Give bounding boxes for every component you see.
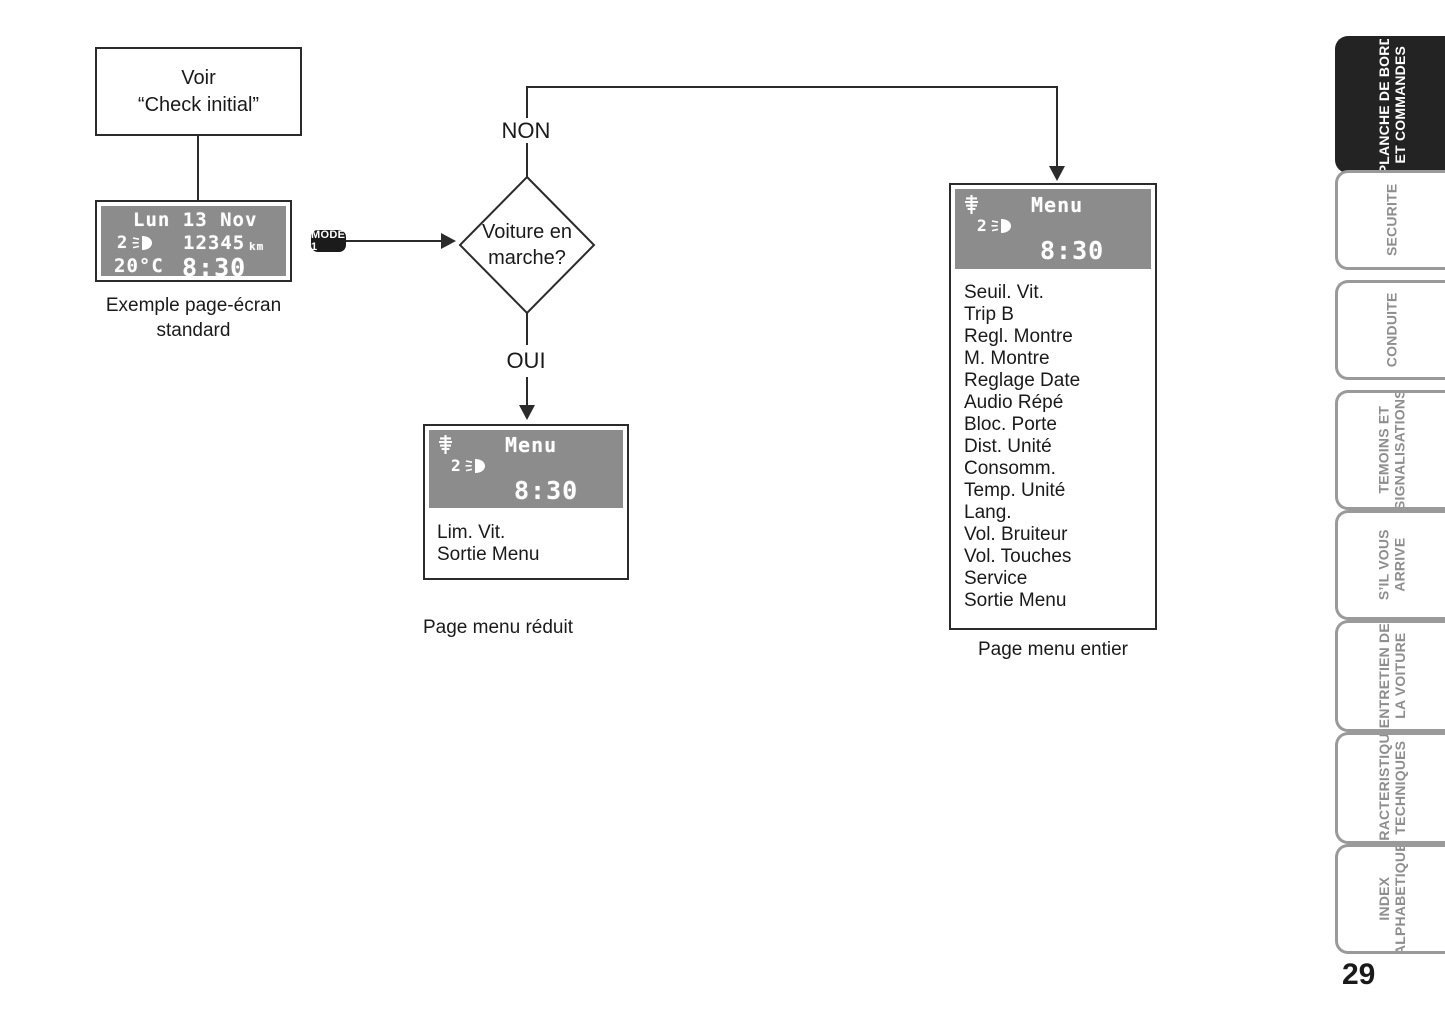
standard-screen-lcd: Lun 13 Nov 2 12345 km 20°C 8:30 [101, 206, 286, 282]
standard-screen-box: Lun 13 Nov 2 12345 km 20°C 8:30 [95, 200, 292, 282]
connector-no-across [526, 86, 1058, 88]
standard-screen-caption: Exemple page-écran standard [105, 295, 282, 341]
reduced-menu-items: Lim. Vit. Sortie Menu [437, 522, 627, 566]
list-item[interactable]: Sortie Menu [964, 590, 1067, 612]
connector-decision-yes-down2 [526, 377, 528, 407]
headlight-icon [465, 459, 485, 473]
connector-mode-to-decision [346, 240, 441, 242]
list-item[interactable]: Service [964, 568, 1028, 590]
sidebar-item-conduite[interactable]: CONDUITE [1335, 280, 1445, 380]
list-item[interactable]: Bloc. Porte [964, 414, 1057, 436]
branch-label-yes: OUI [506, 348, 546, 373]
full-menu-title: Menu [1031, 193, 1084, 217]
mode-1-button[interactable]: MODE 1 [311, 229, 346, 253]
standard-screen-odometer-unit: km [249, 240, 265, 253]
connector-decision-no-up2 [526, 86, 528, 118]
reduced-menu-clock: 8:30 [514, 476, 579, 505]
list-item[interactable]: Lim. Vit. [437, 522, 506, 543]
arrow-mode-to-decision [441, 233, 456, 249]
glow-plug-icon [965, 195, 978, 214]
reduced-menu-box: Menu 2 8:30 Lim. Vit. Sortie Menu [423, 424, 629, 580]
start-box-line2: “Check initial” [137, 93, 260, 116]
connector-decision-no-up [526, 143, 528, 177]
list-item[interactable]: Seuil. Vit. [964, 282, 1044, 303]
list-item[interactable]: M. Montre [964, 348, 1050, 370]
full-menu-caption: Page menu entier [978, 639, 1128, 660]
sidebar-item-securite[interactable]: SECURITE [1335, 170, 1445, 270]
start-box-line1: Voir [181, 66, 216, 89]
connector-start-to-standard [197, 136, 199, 200]
standard-screen-clock: 8:30 [182, 253, 247, 282]
standard-screen-gear: 2 [117, 233, 129, 253]
list-item[interactable]: Trip B [964, 304, 1014, 326]
list-item[interactable]: Vol. Touches [964, 546, 1072, 568]
tab-label: CONDUITE [1338, 283, 1445, 377]
list-item[interactable]: Temp. Unité [964, 480, 1066, 502]
reduced-menu-lcd: Menu 2 8:30 [429, 430, 623, 508]
list-item[interactable]: Sortie Menu [437, 544, 540, 566]
list-item[interactable]: Dist. Unité [964, 436, 1052, 458]
standard-screen-temperature: 20°C [114, 255, 164, 277]
list-item[interactable]: Consomm. [964, 458, 1056, 480]
tab-text: CONDUITE [1383, 292, 1400, 368]
tab-text: SECURITE [1383, 183, 1400, 257]
list-item[interactable]: Regl. Montre [964, 326, 1073, 348]
decision-diamond: Voiture en marche? [458, 175, 596, 315]
page-number: 29 [1342, 958, 1376, 991]
full-menu-gear: 2 [977, 216, 988, 235]
reduced-menu-title: Menu [505, 433, 558, 457]
branch-label-no: NON [501, 118, 551, 143]
full-menu-items: Seuil. Vit. Trip B Regl. Montre M. Montr… [964, 282, 1155, 612]
tab-label: SECURITE [1338, 173, 1445, 267]
glow-plug-icon [439, 435, 452, 454]
reduced-menu-gear: 2 [451, 456, 462, 475]
decision-label: Voiture en marche? [481, 221, 573, 269]
connector-decision-yes-down [526, 313, 528, 345]
start-box: Voir “Check initial” [95, 47, 302, 136]
list-item[interactable]: Lang. [964, 502, 1012, 524]
list-item[interactable]: Audio Répé [964, 392, 1064, 414]
full-menu-box: Menu 2 8:30 Seuil. Vit. Trip B Regl. Mon… [949, 183, 1157, 630]
standard-screen-date: Lun 13 Nov [133, 209, 258, 231]
standard-screen-odometer: 12345 [183, 232, 246, 254]
reduced-menu-caption: Page menu réduit [423, 617, 573, 638]
list-item[interactable]: Vol. Bruiteur [964, 524, 1068, 546]
headlight-icon [991, 219, 1011, 233]
arrow-yes-to-reduced-menu [519, 405, 535, 420]
full-menu-clock: 8:30 [1040, 236, 1105, 265]
connector-no-down [1056, 86, 1058, 168]
arrow-no-to-full-menu [1049, 166, 1065, 181]
headlight-icon [132, 236, 152, 250]
list-item[interactable]: Reglage Date [964, 370, 1081, 392]
full-menu-lcd: Menu 2 8:30 [955, 189, 1151, 269]
